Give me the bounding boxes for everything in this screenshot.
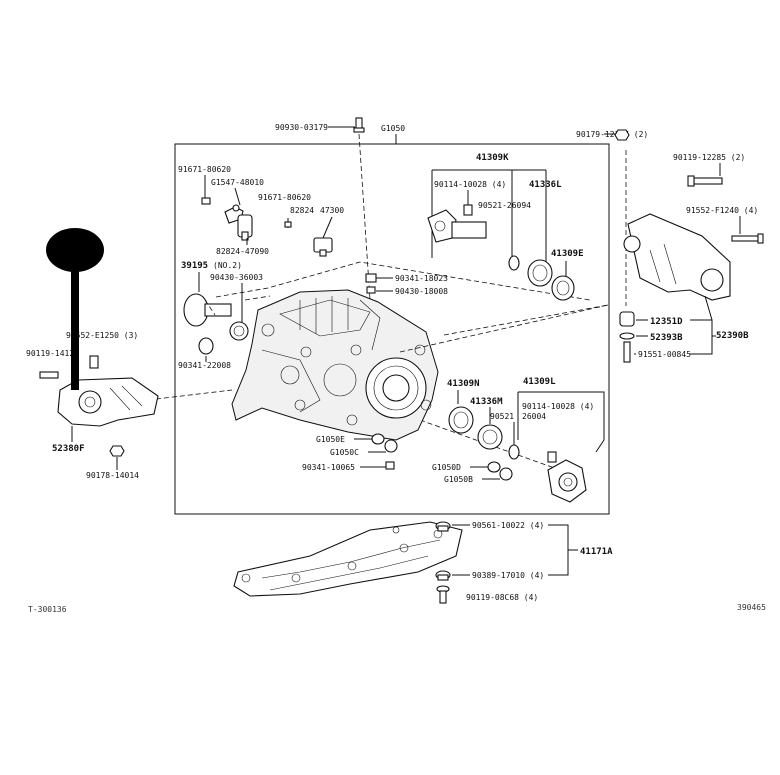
label-52393b[interactable]: 52393B (650, 333, 683, 343)
label-90178-14014[interactable]: 90178-14014 (86, 471, 139, 480)
label-41171a[interactable]: 41171A (580, 547, 613, 557)
callout-marker-icon (46, 228, 104, 390)
connector-icon (313, 237, 333, 257)
o-ring-e-icon (371, 433, 385, 445)
seal-e-icon (551, 275, 575, 301)
clip-nut-icon (435, 521, 451, 532)
label-82824[interactable]: 82824 (290, 206, 314, 215)
skid-plate-icon (233, 521, 463, 597)
label-91671-80620-a[interactable]: 91671-80620 (178, 165, 231, 174)
plug-c-icon (384, 439, 398, 453)
label-52380f[interactable]: 52380F (52, 444, 85, 454)
skid-bolt-icon (436, 585, 450, 604)
footer-left-code: T-300136 (28, 605, 67, 614)
label-39195[interactable]: 39195 (181, 261, 208, 271)
footer-right-code: 390465 (737, 603, 766, 612)
label-g1050c[interactable]: G1050C (330, 448, 359, 457)
label-90341-18023[interactable]: 90341-18023 (395, 274, 448, 283)
label-52390b[interactable]: 52390B (716, 331, 749, 341)
label-90430-18008[interactable]: 90430-18008 (395, 287, 448, 296)
plug-small-icon (385, 461, 395, 470)
label-91551-00845[interactable]: 91551-00845 (638, 350, 691, 359)
filler-plug-icon (365, 273, 377, 294)
label-90341-10065[interactable]: 90341-10065 (302, 463, 355, 472)
bolt-top-icon (463, 204, 473, 216)
label-90561-10022[interactable]: 90561-10022 (4) (472, 521, 544, 530)
label-90389-17010[interactable]: 90389-17010 (4) (472, 571, 544, 580)
long-bolt-icon (687, 175, 723, 187)
rear-snap-ring-icon (508, 444, 520, 460)
breather-plug-icon (353, 117, 365, 133)
snap-ring-icon (508, 255, 520, 271)
label-91552-e1250[interactable]: 91552-E1250 (3) (66, 331, 138, 340)
nut-icon (614, 129, 630, 141)
rear-seal-icon (448, 406, 474, 434)
label-12351d[interactable]: 12351D (650, 317, 683, 327)
drain-plug-icon (198, 337, 214, 355)
label-91671-80620-b[interactable]: 91671-80620 (258, 193, 311, 202)
label-90114-10028-top[interactable]: 90114-10028 (4) (434, 180, 506, 189)
rear-mount-icon (57, 377, 159, 427)
label-90119-08c68[interactable]: 90119-08C68 (4) (466, 593, 538, 602)
output-shaft-icon (183, 293, 232, 327)
rear-seal-m-icon (477, 424, 503, 450)
label-g1050d[interactable]: G1050D (432, 463, 461, 472)
seal-ring-icon (527, 259, 553, 287)
bolt-icon (201, 197, 211, 205)
cushion-icon (435, 570, 451, 581)
label-g1547-48010[interactable]: G1547-48010 (211, 178, 264, 187)
front-flange-icon (427, 209, 487, 243)
bolt-small-icon (284, 221, 292, 228)
transfer-case-housing-icon (231, 289, 439, 441)
o-ring-d-icon (487, 461, 501, 473)
label-39195-note: (NO.2) (213, 261, 242, 270)
label-41309l[interactable]: 41309L (523, 377, 556, 387)
label-41336l[interactable]: 41336L (529, 180, 562, 190)
label-41336m[interactable]: 41336M (470, 397, 503, 407)
label-41309k[interactable]: 41309K (476, 153, 509, 163)
oil-seal-icon (229, 321, 249, 341)
group-code-label: G1050 (381, 124, 405, 133)
label-90930-03179[interactable]: 90930-03179 (275, 123, 328, 132)
label-90114-10028-bot[interactable]: 90114-10028 (4) (522, 402, 594, 411)
plug-b-icon (499, 467, 513, 481)
bolt-right-icon (731, 233, 764, 244)
label-41309e[interactable]: 41309E (551, 249, 584, 259)
label-90341-22008[interactable]: 90341-22008 (178, 361, 231, 370)
label-90430-36003[interactable]: 90430-36003 (210, 273, 263, 282)
group-frame (174, 143, 610, 515)
label-41309n[interactable]: 41309N (447, 379, 480, 389)
label-g1050b[interactable]: G1050B (444, 475, 473, 484)
label-26004[interactable]: 26004 (522, 412, 546, 421)
label-90119-14120[interactable]: 90119-14120 (26, 349, 79, 358)
label-47300[interactable]: 47300 (320, 206, 344, 215)
rear-bolt-icon (547, 451, 557, 463)
bolt-left-icon (39, 355, 99, 379)
label-90119-12285[interactable]: 90119-12285 (2) (673, 153, 745, 162)
speed-sensor-icon (237, 214, 253, 241)
label-82824-47090[interactable]: 82824-47090 (216, 247, 269, 256)
nut-left-icon (109, 445, 125, 457)
insulator-icon (619, 311, 635, 363)
label-g1050e[interactable]: G1050E (316, 435, 345, 444)
label-90521-26094[interactable]: 90521-26094 (478, 201, 531, 210)
mount-bracket-icon (623, 213, 731, 301)
label-91552-f1240[interactable]: 91552-F1240 (4) (686, 206, 758, 215)
label-90521[interactable]: 90521 (490, 412, 514, 421)
rear-flange-icon (547, 459, 587, 503)
